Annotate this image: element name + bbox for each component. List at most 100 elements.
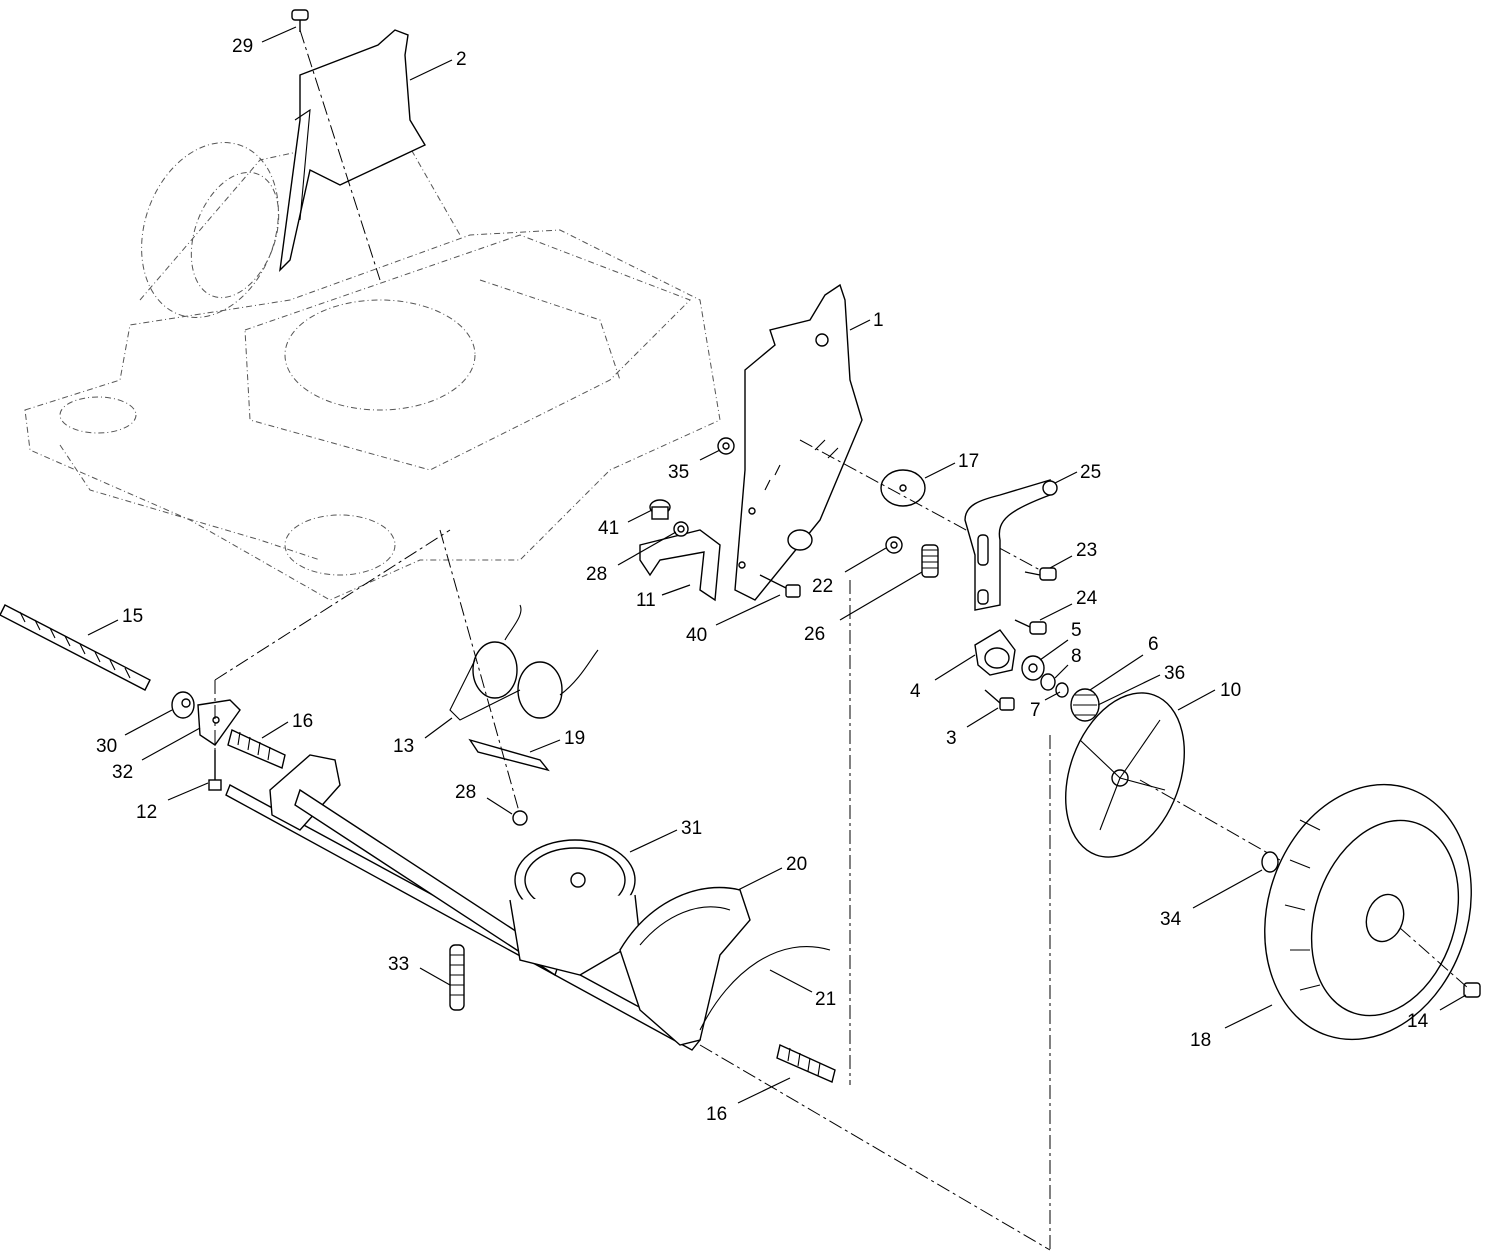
part-36-gear (1070, 688, 1100, 722)
callout-2: 2 (409, 49, 467, 81)
callout-40-label: 40 (686, 625, 707, 646)
part-3-bolt (984, 689, 1015, 711)
callout-14-label: 14 (1407, 1011, 1429, 1032)
callout-22-label: 22 (812, 576, 833, 597)
callout-16-upper-label: 16 (292, 711, 313, 732)
callout-10-label: 10 (1220, 680, 1241, 701)
callout-20-label: 20 (786, 854, 807, 875)
part-28-nut-upper (673, 521, 689, 537)
part-25-height-lever (964, 479, 1058, 611)
part-19-plate (468, 738, 550, 772)
callout-17: 17 (924, 451, 979, 479)
part-5-washer (1021, 655, 1045, 681)
callout-18-label: 18 (1190, 1030, 1211, 1051)
callout-16-lower: 16 (706, 1077, 791, 1125)
callout-15: 15 (87, 606, 143, 636)
part-17-washer (880, 469, 926, 507)
callout-28-lower-label: 28 (455, 782, 476, 803)
deck-housing-phantom (24, 129, 721, 601)
callout-41-label: 41 (598, 518, 619, 539)
callout-16-upper: 16 (261, 711, 313, 739)
part-41-cap (649, 499, 671, 520)
callout-24-label: 24 (1076, 588, 1098, 609)
callout-3: 3 (946, 707, 999, 749)
part-35-nut (717, 437, 735, 455)
part-4-pivot-block (974, 629, 1016, 676)
callout-18: 18 (1190, 1004, 1273, 1051)
callout-32-label: 32 (112, 762, 133, 783)
callout-25-label: 25 (1080, 462, 1101, 483)
callout-5-label: 5 (1071, 620, 1082, 641)
part-7-bushing (1055, 682, 1069, 698)
callout-25: 25 (1054, 462, 1101, 484)
callout-20: 20 (737, 854, 807, 891)
callout-34: 34 (1160, 869, 1263, 930)
part-8-washer (1040, 673, 1056, 691)
part-10-wheel-disk (1065, 692, 1185, 858)
callout-26-label: 26 (804, 624, 825, 645)
callout-35: 35 (668, 449, 721, 483)
part-22-washer (885, 536, 903, 554)
part-30-spacer (171, 691, 195, 719)
callout-19-label: 19 (564, 728, 585, 749)
callout-41: 41 (598, 509, 653, 539)
callout-22: 22 (812, 547, 887, 597)
callout-19: 19 (529, 728, 585, 753)
callout-30: 30 (96, 709, 173, 757)
callout-3-label: 3 (946, 728, 957, 749)
callout-15-label: 15 (122, 606, 143, 627)
part-40-bolt (759, 574, 801, 598)
callout-21: 21 (769, 969, 836, 1010)
callout-36: 36 (1097, 663, 1185, 706)
callout-4-label: 4 (910, 681, 921, 702)
callout-13-label: 13 (393, 736, 414, 757)
callout-12-label: 12 (136, 802, 157, 823)
callout-32: 32 (112, 727, 201, 783)
callout-11: 11 (636, 584, 691, 611)
part-11-bracket (639, 529, 721, 602)
part-28-nut-lower (512, 810, 528, 826)
part-32-bracket (197, 699, 241, 746)
callout-14: 14 (1407, 994, 1467, 1032)
part-24-bolt (1014, 619, 1047, 635)
callout-26: 26 (804, 571, 923, 645)
callout-10: 10 (1177, 680, 1241, 711)
part-33-extension-spring (449, 944, 465, 1011)
callout-7: 7 (1030, 691, 1061, 721)
callout-1-label: 1 (873, 310, 884, 331)
part-15-threaded-rod (0, 604, 151, 691)
callout-12: 12 (136, 782, 209, 823)
callout-34-label: 34 (1160, 909, 1182, 930)
part-12-bolt (208, 750, 222, 791)
part-20-sector-plate (619, 886, 751, 1046)
callout-23: 23 (1049, 540, 1097, 569)
callout-40: 40 (686, 594, 781, 646)
callout-1: 1 (849, 310, 884, 331)
part-26-spring (921, 544, 939, 578)
part-16-spring-upper (227, 729, 286, 769)
callout-16-lower-label: 16 (706, 1104, 727, 1125)
callout-8: 8 (1054, 646, 1082, 679)
callout-2-label: 2 (456, 49, 467, 70)
part-13-torsion-springs (449, 604, 599, 721)
callout-29-label: 29 (232, 36, 253, 57)
callout-36-label: 36 (1164, 663, 1185, 684)
callout-29: 29 (232, 26, 297, 57)
callout-13: 13 (393, 717, 453, 757)
callouts: 29 2 1 35 17 25 41 28 (87, 26, 1467, 1125)
callout-28-lower: 28 (455, 782, 513, 815)
part-18-front-wheel (1264, 783, 1472, 1041)
part-23-bolt (1024, 567, 1057, 581)
callout-6-label: 6 (1148, 634, 1159, 655)
part-16-spring-lower (776, 1044, 836, 1083)
callout-30-label: 30 (96, 736, 117, 757)
callout-28-upper-label: 28 (586, 564, 607, 585)
callout-5: 5 (1039, 620, 1082, 661)
callout-35-label: 35 (668, 462, 689, 483)
part-29-pin (291, 9, 309, 32)
callout-21-label: 21 (815, 989, 836, 1010)
callout-4: 4 (910, 654, 976, 702)
callout-24: 24 (1039, 588, 1098, 621)
callout-28-upper: 28 (586, 531, 677, 585)
